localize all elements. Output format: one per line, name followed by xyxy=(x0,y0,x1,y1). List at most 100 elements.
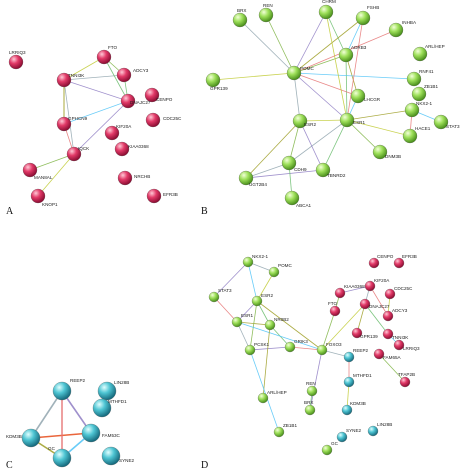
node-pomc[interactable] xyxy=(286,65,302,81)
node-kif20a[interactable] xyxy=(364,280,376,292)
edge xyxy=(378,353,406,383)
node-man8al[interactable] xyxy=(22,162,38,178)
node-reep2[interactable] xyxy=(343,351,355,363)
node-lhcgr[interactable] xyxy=(350,88,366,104)
node-arl-hep[interactable] xyxy=(412,46,428,62)
node-lin28b[interactable] xyxy=(97,381,117,401)
node-gpr139[interactable] xyxy=(351,327,363,339)
node-syne2[interactable] xyxy=(101,446,121,466)
node-tnni3k[interactable] xyxy=(56,72,72,88)
node-efr3b[interactable] xyxy=(146,188,162,204)
edge xyxy=(213,296,238,323)
node-cenpo[interactable] xyxy=(368,257,380,269)
edge xyxy=(321,310,336,351)
node-inhba[interactable] xyxy=(388,22,404,38)
node-stat3[interactable] xyxy=(208,291,220,303)
node-kiaa0368[interactable] xyxy=(334,287,346,299)
node-kdm3b[interactable] xyxy=(341,404,353,416)
node-hace1[interactable] xyxy=(402,128,418,144)
node-esr1[interactable] xyxy=(339,112,355,128)
node-adcy3[interactable] xyxy=(382,310,394,322)
node-label: FOXO3 xyxy=(326,342,342,347)
node-brx[interactable] xyxy=(304,404,316,416)
edge xyxy=(249,349,280,433)
node-esr2[interactable] xyxy=(251,295,263,307)
node-reep2[interactable] xyxy=(52,381,72,401)
node-arl-hep[interactable] xyxy=(257,392,269,404)
node-esr2[interactable] xyxy=(292,113,308,129)
node-knop1[interactable] xyxy=(30,188,46,204)
edge xyxy=(247,261,258,302)
edge xyxy=(293,72,301,122)
node-syne2[interactable] xyxy=(336,431,348,443)
node-label: POMC xyxy=(278,263,292,268)
node-ren[interactable] xyxy=(258,7,274,23)
node-foxo3[interactable] xyxy=(316,344,328,356)
node-adcy3[interactable] xyxy=(116,67,132,83)
node-cenpo[interactable] xyxy=(144,87,160,103)
node-kdm3b[interactable] xyxy=(21,428,41,448)
edge xyxy=(364,303,389,335)
edge xyxy=(73,100,129,155)
edge xyxy=(293,11,327,74)
node-tbnrd2[interactable] xyxy=(315,162,331,178)
node-rnf41[interactable] xyxy=(406,71,422,87)
node-zb1b1[interactable] xyxy=(411,86,427,102)
node-mthfd1[interactable] xyxy=(92,398,112,418)
node-label: ADCY3 xyxy=(133,68,149,73)
node-cdc25c[interactable] xyxy=(384,288,396,300)
node-brx[interactable] xyxy=(232,12,248,28)
node-label: TNNI3K xyxy=(68,73,85,78)
node-abca1[interactable] xyxy=(284,190,300,206)
node-nr0b2[interactable] xyxy=(264,319,276,331)
node-lin28b[interactable] xyxy=(367,425,379,437)
edge xyxy=(299,119,348,122)
node-nkx2-1[interactable] xyxy=(242,256,254,268)
node-label: KIAA0368 xyxy=(344,284,365,289)
node-label: RNF41 xyxy=(419,69,434,74)
node-ren[interactable] xyxy=(306,385,318,397)
node-kif20a[interactable] xyxy=(104,125,120,141)
node-fshb[interactable] xyxy=(355,10,371,26)
node-label: ESR2 xyxy=(304,122,316,127)
node-ugt2b4[interactable] xyxy=(238,170,254,186)
node-cdc25c[interactable] xyxy=(145,112,161,128)
node-efr3b[interactable] xyxy=(393,257,405,269)
node-label: INHBA xyxy=(402,20,417,25)
node-label: NRCHB xyxy=(134,174,150,179)
node-grik3[interactable] xyxy=(284,341,296,353)
node-kiaa0368[interactable] xyxy=(114,141,130,157)
node-gphcn9[interactable] xyxy=(56,116,72,132)
node-dnm3b[interactable] xyxy=(372,144,388,160)
node-adrb3[interactable] xyxy=(338,47,354,63)
node-fto[interactable] xyxy=(96,49,112,65)
node-pcsk1[interactable] xyxy=(244,344,256,356)
node-tnni3k[interactable] xyxy=(382,328,394,340)
node-nkx2-1[interactable] xyxy=(404,102,420,118)
node-iqck[interactable] xyxy=(66,146,82,162)
node-label: REEP2 xyxy=(70,378,86,383)
node-lrriq3[interactable] xyxy=(393,339,405,351)
node-cdh9[interactable] xyxy=(281,155,297,171)
node-gc[interactable] xyxy=(52,448,72,468)
node-dnajc27[interactable] xyxy=(120,93,136,109)
node-nrchb[interactable] xyxy=(117,170,133,186)
node-stat3[interactable] xyxy=(433,114,449,130)
node-dnajc27[interactable] xyxy=(359,298,371,310)
node-tfap2b[interactable] xyxy=(399,376,411,388)
node-esr1[interactable] xyxy=(231,316,243,328)
node-zb1b1[interactable] xyxy=(273,426,285,438)
node-fam53c[interactable] xyxy=(81,423,101,443)
node-label: REN xyxy=(263,3,273,8)
node-lrriq3[interactable] xyxy=(8,54,24,70)
node-gpr139[interactable] xyxy=(205,72,221,88)
node-pomc[interactable] xyxy=(268,266,280,278)
node-fam65a[interactable] xyxy=(373,348,385,360)
edge xyxy=(63,56,105,81)
node-label: LIN28B xyxy=(377,422,392,427)
node-chrm[interactable] xyxy=(318,4,334,20)
node-fto[interactable] xyxy=(329,305,341,317)
node-mthfd1[interactable] xyxy=(343,376,355,388)
node-gc[interactable] xyxy=(321,444,333,456)
